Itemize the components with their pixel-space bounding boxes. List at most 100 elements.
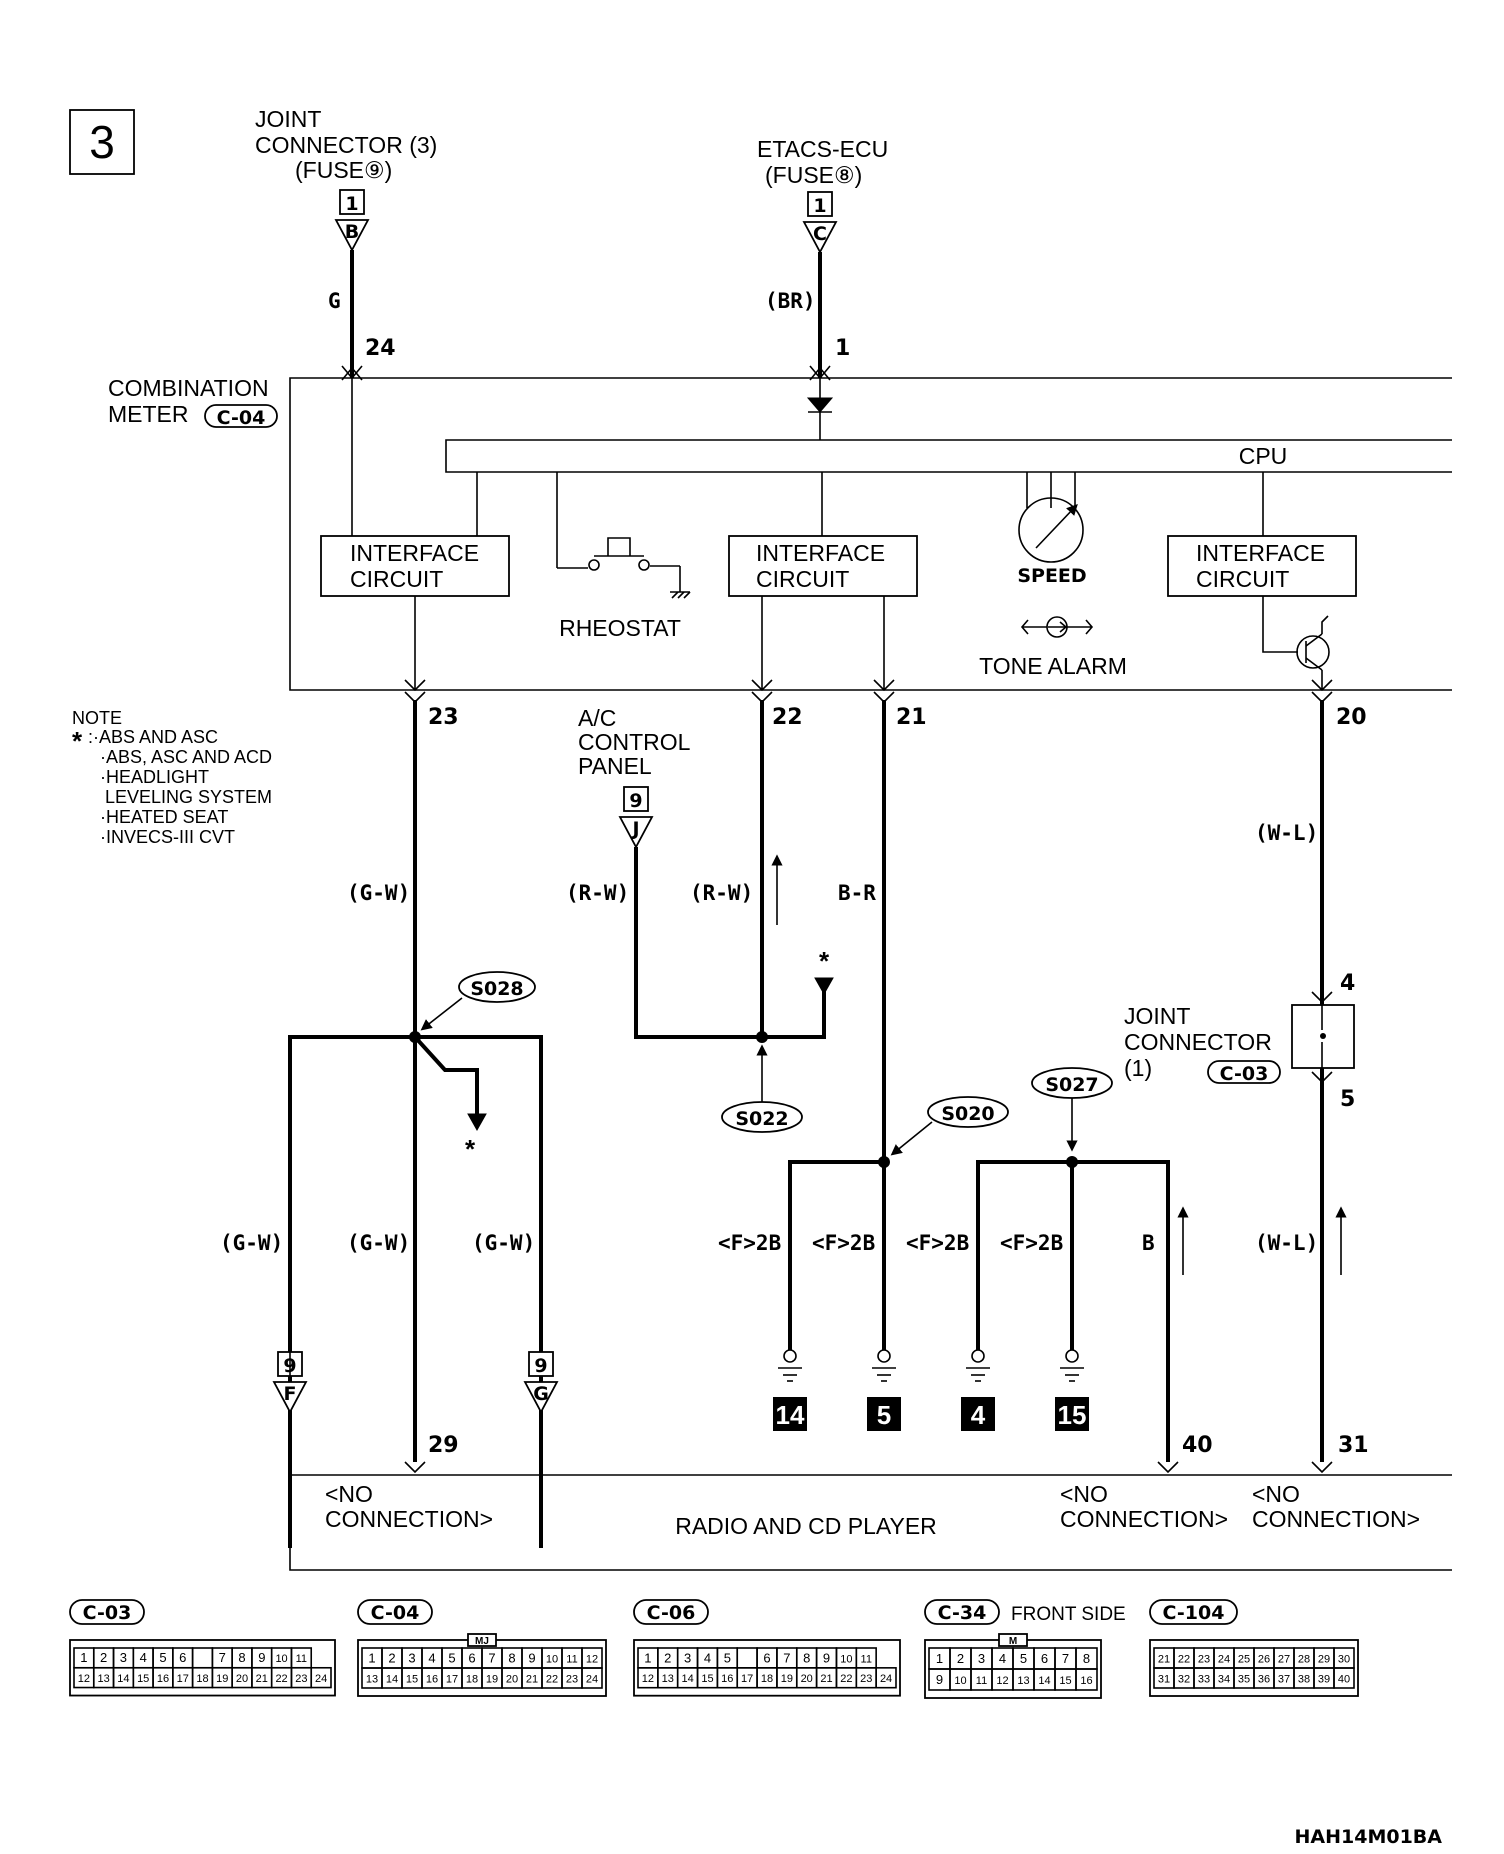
connector-pin: 2 (664, 1650, 671, 1665)
connector-pin: 23 (566, 1673, 578, 1685)
pin-22: 22 (772, 705, 803, 730)
conn-f-terminal: F (284, 1383, 297, 1405)
splice-s022: S022 (735, 1108, 788, 1130)
connector-pin: 2 (100, 1650, 107, 1665)
radio-nc1-line1: <NO (325, 1481, 373, 1507)
pin-20: 20 (1336, 705, 1367, 730)
wire-label-gw-mid: (G-W) (347, 1231, 410, 1255)
ic2-label-1: INTERFACE (756, 540, 885, 566)
ground-tags: 14 5 4 15 (773, 1397, 1089, 1431)
connector-pin: 18 (466, 1673, 478, 1685)
tone-alarm: TONE ALARM (979, 616, 1127, 679)
connector-pin: 39 (1318, 1673, 1330, 1685)
connector-pin: 13 (98, 1673, 110, 1685)
wire-label-wl-lower: (W-L) (1255, 1231, 1318, 1255)
combination-meter: COMBINATION METER C-04 (108, 375, 1452, 691)
connector-view-badge: C-04 (371, 1602, 420, 1624)
connector-pin: 11 (296, 1653, 307, 1665)
connector-pin: 27 (1278, 1653, 1290, 1665)
wire-label-wl-upper: (W-L) (1255, 821, 1318, 845)
jc3-terminal: B (345, 221, 359, 243)
etacs-label-1: ETACS-ECU (757, 136, 888, 162)
ic1-label-2: CIRCUIT (350, 566, 443, 592)
jc1-connector-badge: C-03 (1220, 1063, 1269, 1085)
note-line-6: ·INVECS-III CVT (100, 827, 235, 847)
connector-pin: 4 (140, 1650, 147, 1665)
joint-connector-3: JOINT CONNECTOR (3) (FUSE⑨) 1 B (255, 106, 437, 252)
wire-gw-star (413, 1035, 479, 1118)
connector-pin: 7 (219, 1650, 226, 1665)
connector-pin: 9 (528, 1650, 535, 1665)
connector-pin: 24 (315, 1673, 327, 1685)
connector-pin: 23 (860, 1673, 872, 1685)
connector-pin: 19 (486, 1673, 498, 1685)
ac-label-1: A/C (578, 705, 616, 731)
ac-label-2: CONTROL (578, 729, 691, 755)
speed-gauge: SPEED (1017, 472, 1087, 587)
pin-31: 31 (1338, 1433, 1369, 1458)
connector-pin: 9 (823, 1650, 830, 1665)
connector-pin: 37 (1278, 1673, 1290, 1685)
note-block: NOTE * :·ABS AND ASC ·ABS, ASC AND ACD ·… (72, 708, 272, 847)
ic2-label-2: CIRCUIT (756, 566, 849, 592)
connector-pin: 23 (1198, 1653, 1210, 1665)
connector-pin: 17 (446, 1673, 458, 1685)
interface-circuit-3: INTERFACE CIRCUIT (1167, 472, 1357, 690)
ac-control-panel: A/C CONTROL PANEL 9 J (578, 705, 691, 849)
connector-pin: 25 (1238, 1653, 1250, 1665)
connector-pin: 21 (1158, 1653, 1170, 1665)
pin-1: 1 (835, 336, 850, 361)
connector-pin: 20 (801, 1673, 813, 1685)
connector-pin: 7 (783, 1650, 790, 1665)
connector-pin: 6 (763, 1650, 770, 1665)
meter-label-1: COMBINATION (108, 375, 269, 401)
connector-pin: 24 (880, 1673, 892, 1685)
svg-text:*: * (72, 726, 83, 756)
note-line-3: ·HEADLIGHT (100, 767, 209, 787)
radio-cd-player: RADIO AND CD PLAYER <NO CONNECTION> <NO … (289, 1474, 1452, 1571)
connector-pin: 23 (295, 1673, 307, 1685)
pin-29: 29 (428, 1433, 459, 1458)
connector-pin: 10 (954, 1675, 966, 1687)
connector-view-badge: C-104 (1163, 1602, 1225, 1624)
wire-label-gw-right: (G-W) (472, 1231, 535, 1255)
connector-pin: 14 (1038, 1675, 1050, 1687)
connector-pin: 8 (1083, 1651, 1090, 1666)
connector-pin: 22 (1178, 1653, 1190, 1665)
connector-pin: 4 (999, 1651, 1006, 1666)
wire-label-br-top: (BR) (765, 289, 816, 313)
connector-pin: 11 (861, 1653, 872, 1665)
connector-pin: 16 (721, 1673, 733, 1685)
ground-5: 5 (877, 1400, 891, 1430)
connector-pin: 3 (408, 1650, 415, 1665)
radio-nc2-line2: CONNECTION> (1060, 1506, 1228, 1532)
connector-pin: 12 (642, 1673, 654, 1685)
connector-pin: 21 (256, 1673, 268, 1685)
ic3-label-1: INTERFACE (1196, 540, 1325, 566)
connector-pin: 15 (137, 1673, 149, 1685)
wire-rw-ac (634, 847, 826, 1039)
connector-pin: 22 (275, 1673, 287, 1685)
meter-label-2: METER (108, 401, 189, 427)
connector-pin: 2 (957, 1651, 964, 1666)
connector-pin: 17 (741, 1673, 753, 1685)
wire-label-rw-left: (R-W) (566, 881, 629, 905)
connector-pin: 11 (566, 1653, 577, 1665)
connector-pin: 3 (120, 1650, 127, 1665)
connector-pin: 20 (506, 1673, 518, 1685)
note-line-2: ·ABS, ASC AND ACD (100, 747, 272, 767)
radio-nc2-line1: <NO (1060, 1481, 1108, 1507)
connector-pin: 21 (820, 1673, 832, 1685)
connector-pin: 4 (704, 1650, 711, 1665)
connector-pin: 29 (1318, 1653, 1330, 1665)
connector-pin: 15 (406, 1673, 418, 1685)
note-line-5: ·HEATED SEAT (100, 807, 228, 827)
cpu-label: CPU (1239, 443, 1288, 469)
connector-pin: 11 (976, 1675, 987, 1687)
connector-pin: 34 (1218, 1673, 1230, 1685)
interface-circuit-1: INTERFACE CIRCUIT (320, 378, 510, 690)
connector-pin: 8 (803, 1650, 810, 1665)
connector-pin: 4 (428, 1650, 435, 1665)
